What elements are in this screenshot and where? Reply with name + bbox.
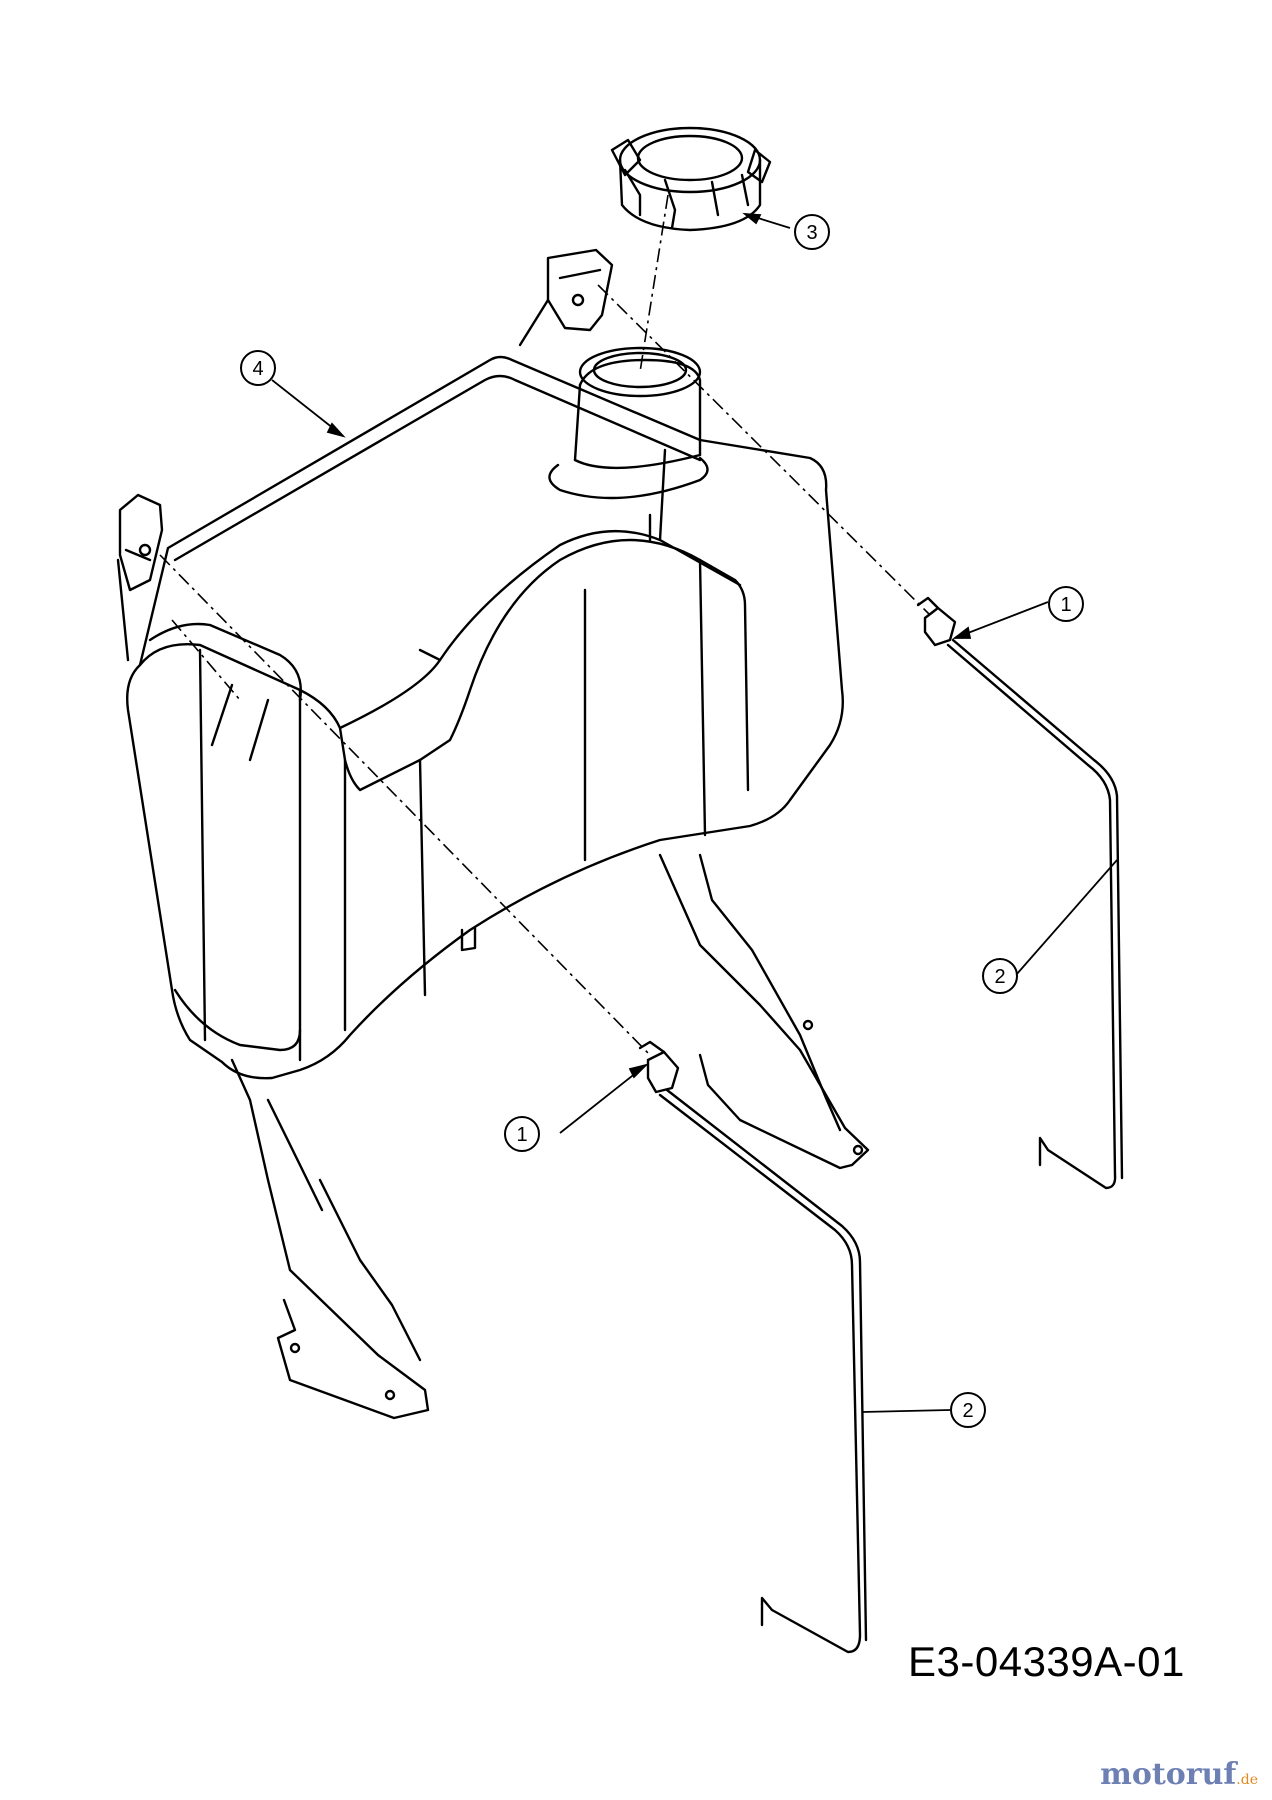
drawing-number: E3-04339A-01 [908,1638,1185,1685]
watermark-brand: motoruf [1100,1757,1237,1792]
callout-labels: 4 3 1 2 1 2 [252,222,1071,1422]
callout-leaders [271,212,1118,1413]
assembly-lines [159,194,931,1056]
callout-circles [240,214,1084,1428]
callout-1-bottom: 1 [516,1124,527,1146]
clip-bottom [638,1040,680,1094]
watermark-suffix: .de [1236,1772,1258,1788]
rod-bottom [658,1088,868,1654]
clip-right [916,596,957,647]
callout-3: 3 [806,222,817,244]
fuel-tank [116,248,870,1420]
callout-4: 4 [252,358,263,380]
callout-2-bottom: 2 [962,1400,973,1422]
rod-right [946,638,1124,1190]
callout-1-top: 1 [1060,594,1071,616]
watermark-logo: motoruf.de [1100,1757,1258,1792]
fuel-cap [610,126,772,232]
callout-2-right: 2 [994,966,1005,988]
